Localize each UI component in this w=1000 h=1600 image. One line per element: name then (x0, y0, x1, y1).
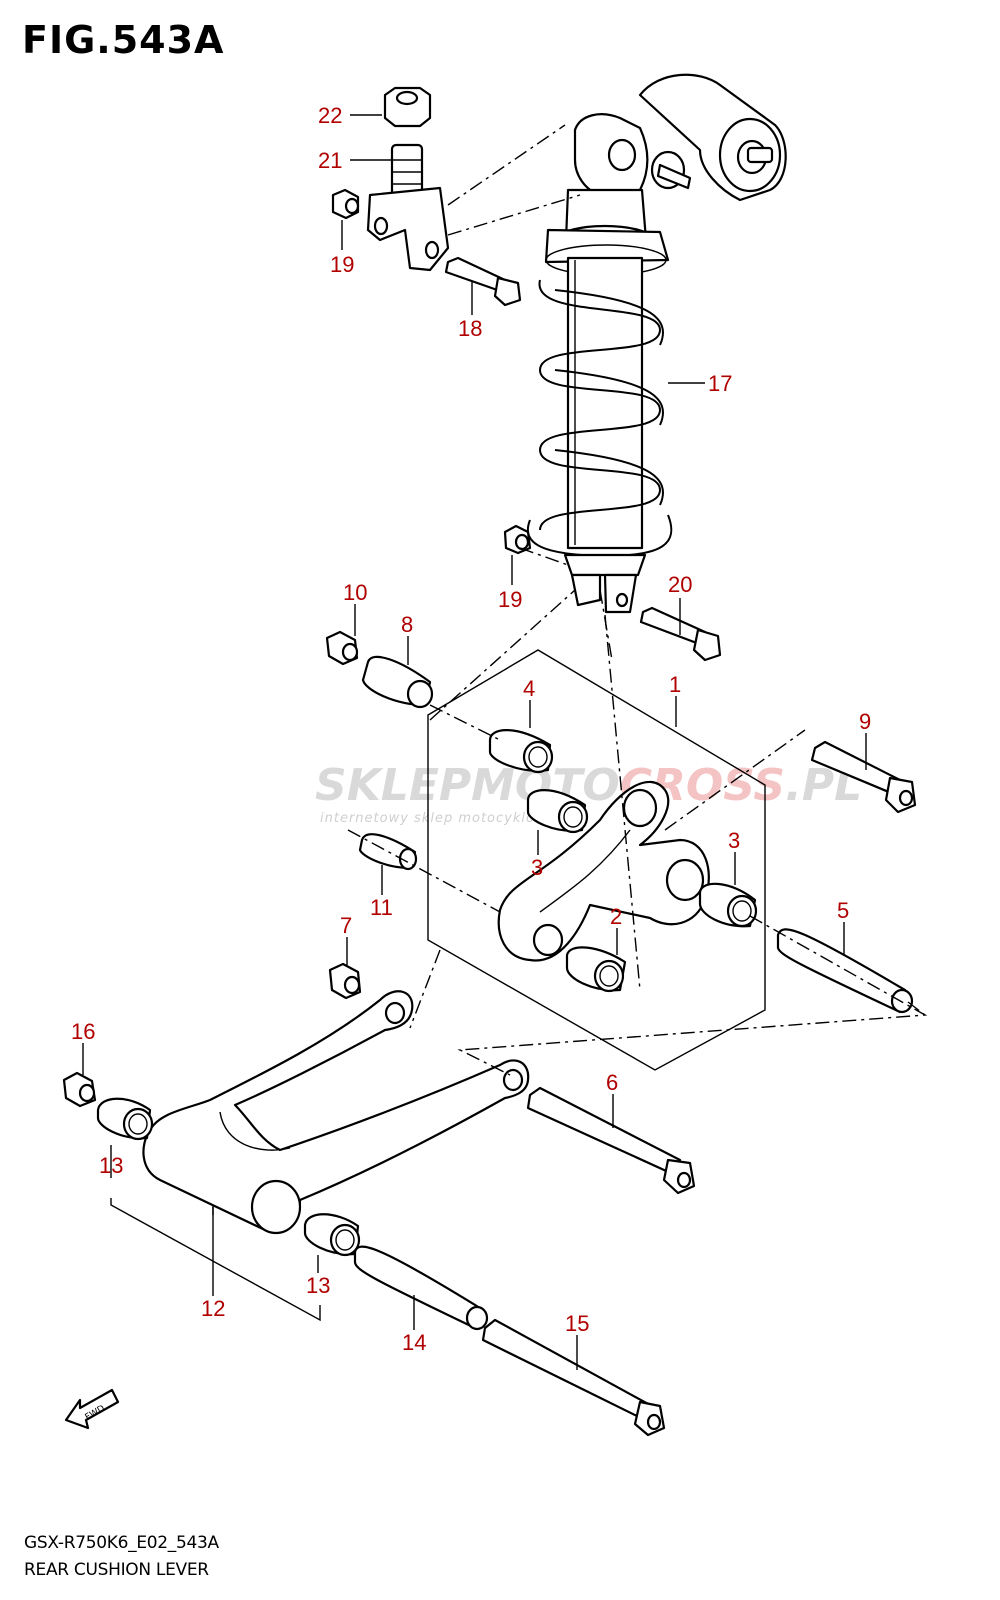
part-nut-19-lower[interactable] (503, 524, 532, 555)
part-bolt-9[interactable] (810, 740, 917, 814)
part-spacer-5[interactable] (776, 928, 914, 1014)
callout-3-right[interactable]: 3 (728, 828, 740, 853)
callout-22[interactable]: 22 (318, 103, 342, 128)
callout-15[interactable]: 15 (565, 1311, 589, 1336)
watermark-main-text: SKLEPMOTOCROSS.PL (315, 760, 862, 811)
callout-2[interactable]: 2 (610, 904, 622, 929)
figure-caption: REAR CUSHION LEVER (24, 1560, 209, 1580)
part-nut-19-top[interactable] (331, 188, 360, 220)
part-bolt-6[interactable] (526, 1086, 696, 1195)
part-spacer-14[interactable] (353, 1245, 489, 1331)
callout-19-top[interactable]: 19 (330, 252, 354, 277)
watermark-subtext: internetowy sklep motocyklowy (320, 811, 555, 826)
callout-14[interactable]: 14 (402, 1330, 426, 1355)
part-bearing-4[interactable] (488, 729, 554, 774)
callout-9[interactable]: 9 (859, 709, 871, 734)
part-cushion-lever-1[interactable] (497, 780, 710, 962)
watermark: SKLEPMOTOCROSS.PL internetowy sklep moto… (315, 760, 862, 826)
part-bearing-13-right[interactable] (303, 1213, 361, 1257)
part-spacer-11[interactable] (358, 833, 418, 871)
callout-6[interactable]: 6 (606, 1070, 618, 1095)
callout-21[interactable]: 21 (318, 148, 342, 173)
part-cushion-rod-12[interactable] (142, 990, 530, 1235)
part-shock-absorber[interactable] (527, 73, 787, 614)
part-nut-16[interactable] (62, 1071, 97, 1108)
model-code: GSX-R750K6_E02_543A (24, 1533, 219, 1553)
leader-lines (82, 114, 928, 1370)
callout-4[interactable]: 4 (523, 676, 535, 701)
callout-8[interactable]: 8 (401, 612, 413, 637)
callout-1[interactable]: 1 (669, 672, 681, 697)
callout-18[interactable]: 18 (458, 316, 482, 341)
callout-20[interactable]: 20 (668, 572, 692, 597)
part-bolt-15[interactable] (481, 1318, 666, 1437)
callout-17[interactable]: 17 (708, 371, 732, 396)
part-nut-10[interactable] (325, 630, 359, 666)
part-bearing-3-right[interactable] (698, 882, 758, 928)
callout-19-lower[interactable]: 19 (498, 587, 522, 612)
part-bolt-18[interactable] (444, 256, 522, 307)
part-bearing-3-upper[interactable] (526, 789, 589, 834)
part-collar-8[interactable] (361, 655, 434, 709)
callout-5[interactable]: 5 (837, 898, 849, 923)
callout-13-right[interactable]: 13 (306, 1273, 330, 1298)
part-nut-7[interactable] (328, 962, 362, 1000)
callout-10[interactable]: 10 (343, 580, 367, 605)
callout-11[interactable]: 11 (370, 895, 393, 920)
callout-16[interactable]: 16 (71, 1019, 95, 1044)
callout-labels: 22 21 19 18 17 19 20 10 8 4 1 9 3 3 11 2… (71, 103, 871, 1355)
callout-13-left[interactable]: 13 (99, 1153, 123, 1178)
part-bracket-21[interactable] (366, 186, 450, 272)
callout-3-upper[interactable]: 3 (531, 855, 543, 880)
exploded-view-frame (427, 649, 766, 1071)
part-bearing-13-left[interactable] (96, 1097, 154, 1141)
part-bolt-20[interactable] (639, 606, 722, 662)
figure-title: FIG.543A (22, 18, 225, 62)
part-nut-22[interactable] (383, 86, 432, 128)
callout-7[interactable]: 7 (340, 913, 352, 938)
callout-12[interactable]: 12 (201, 1296, 225, 1321)
part-bearing-2[interactable] (565, 946, 627, 993)
fwd-arrow-icon: FWD (64, 1388, 120, 1430)
